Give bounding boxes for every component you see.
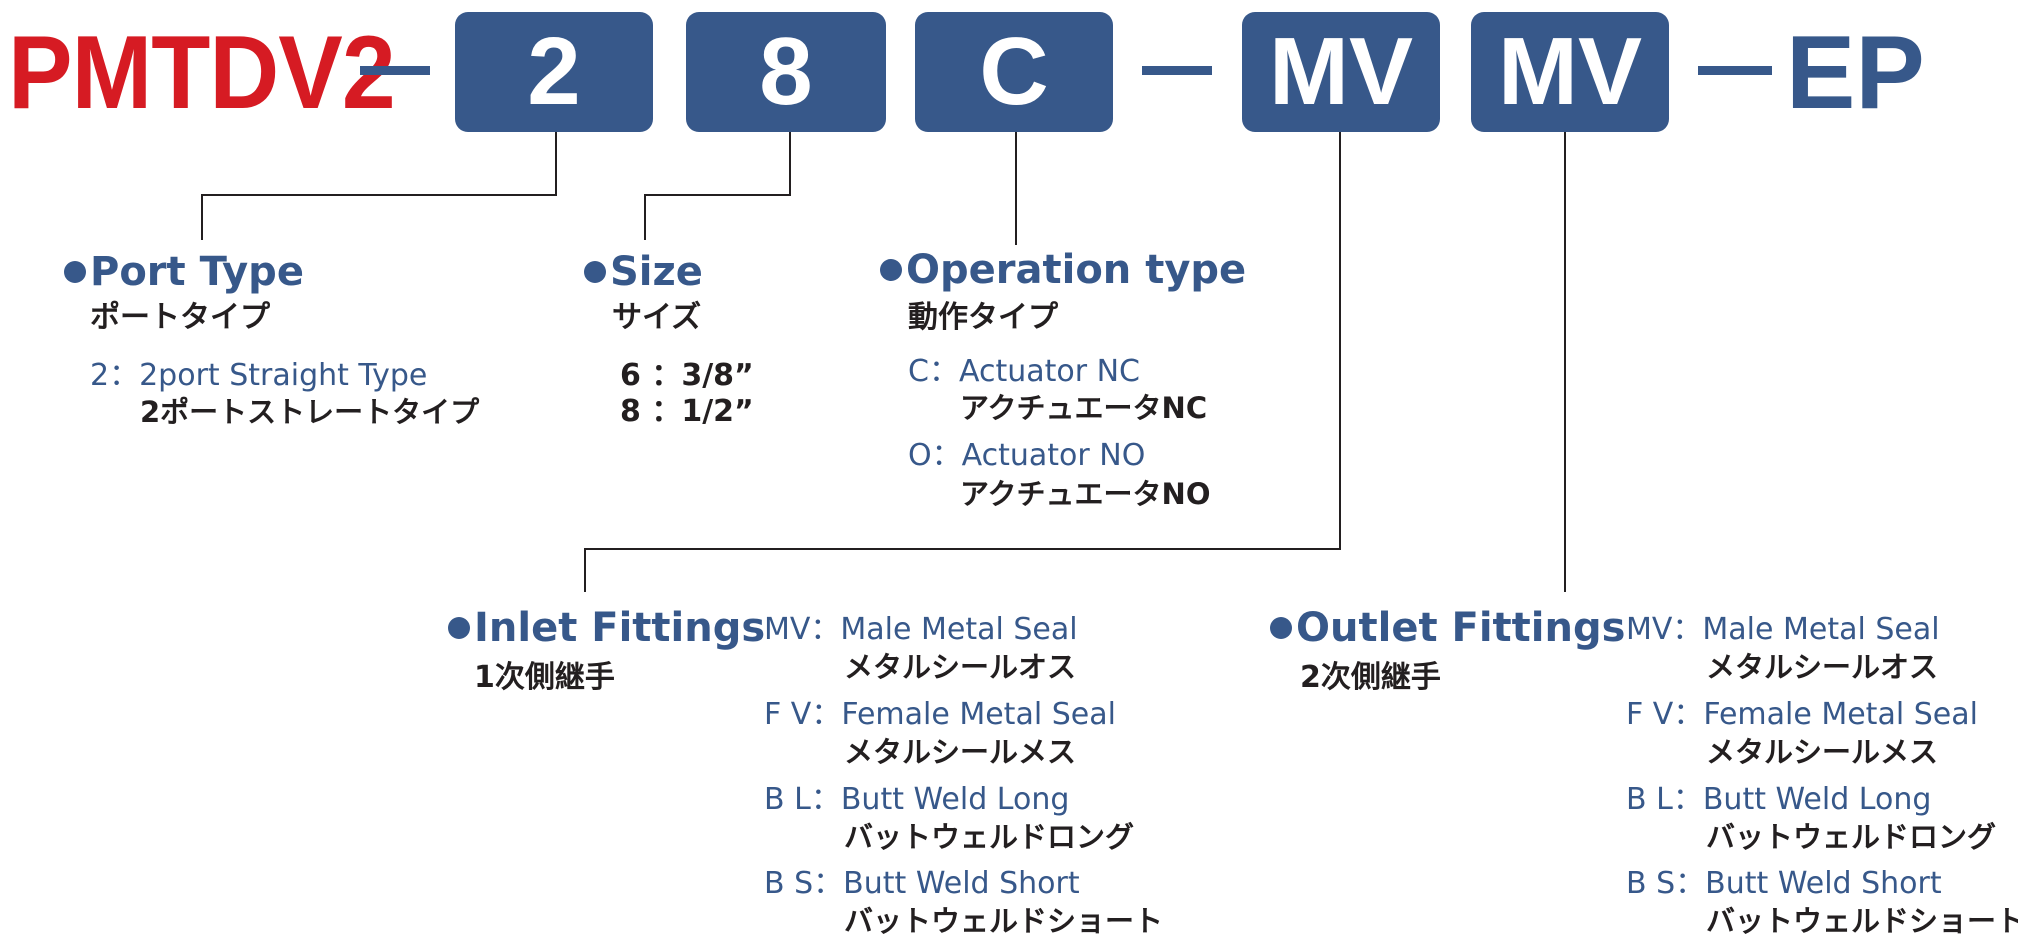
option-separator: ：: [810, 612, 841, 647]
port-type-option: 2：2port Straight Type: [90, 358, 427, 394]
bullet-icon: [584, 261, 606, 283]
inlet-fittings-heading: Inlet Fittings: [448, 604, 765, 652]
option-label: Male Metal Seal: [1702, 612, 1940, 647]
inlet-option: B L：Butt Weld Long: [764, 782, 1069, 818]
inlet-option-jp: バットウェルドショート: [844, 904, 1164, 938]
segment-inlet-value: MV: [1269, 18, 1413, 125]
operation-type-title-jp: 動作タイプ: [908, 300, 1058, 335]
size-title-jp: サイズ: [612, 300, 702, 335]
size-option: 8 ：1/2”: [620, 394, 754, 429]
segment-box-size: 8: [686, 12, 886, 132]
port-type-option-jp: 2ポートストレートタイプ: [140, 395, 480, 429]
option-separator: ：: [1672, 612, 1703, 647]
option-separator: ：: [1675, 866, 1706, 901]
option-code: 2: [90, 358, 110, 393]
separator-dash-1: [360, 66, 430, 75]
option-separator: ：: [931, 438, 962, 473]
option-label: Butt Weld Long: [840, 782, 1070, 817]
option-label: Actuator NC: [958, 354, 1140, 389]
option-label: Female Metal Seal: [1703, 697, 1978, 732]
option-code: B L: [764, 782, 811, 817]
option-code: B S: [1626, 866, 1676, 901]
bullet-icon: [1270, 617, 1292, 639]
option-separator: ：: [109, 358, 140, 393]
model-suffix: EP: [1786, 15, 1925, 131]
operation-option: C：Actuator NC: [908, 354, 1140, 390]
outlet-fittings-heading: Outlet Fittings: [1270, 604, 1625, 652]
option-code: F V: [764, 697, 812, 732]
option-code: B S: [764, 866, 814, 901]
option-code: O: [908, 438, 932, 473]
operation-type-title: Operation type: [906, 247, 1247, 293]
outlet-option: B S：Butt Weld Short: [1626, 866, 1942, 902]
segment-box-port-type: 2: [455, 12, 653, 132]
outlet-fittings-title: Outlet Fittings: [1296, 605, 1626, 651]
size-heading: Size: [584, 248, 703, 296]
option-separator: ：: [810, 782, 841, 817]
option-separator: ：: [1673, 697, 1704, 732]
option-code: C: [908, 354, 929, 389]
outlet-option: MV：Male Metal Seal: [1626, 612, 1940, 648]
bullet-icon: [64, 261, 86, 283]
inlet-option: MV：Male Metal Seal: [764, 612, 1078, 648]
separator-dash-2: [1142, 66, 1212, 75]
outlet-option: B L：Butt Weld Long: [1626, 782, 1931, 818]
outlet-option: F V：Female Metal Seal: [1626, 697, 1978, 733]
segment-port-type-value: 2: [527, 18, 581, 125]
inlet-option: B S：Butt Weld Short: [764, 866, 1080, 902]
option-code: F V: [1626, 697, 1674, 732]
option-label: Male Metal Seal: [840, 612, 1078, 647]
connector-inlet-fittings: [584, 132, 1341, 592]
option-separator: ：: [1672, 782, 1703, 817]
port-type-heading: Port Type: [64, 248, 304, 296]
option-label: Female Metal Seal: [841, 697, 1116, 732]
segment-box-inlet-fittings: MV: [1242, 12, 1440, 132]
model-prefix: PMTDV2: [8, 15, 396, 131]
size-option: 6 ：3/8”: [620, 358, 754, 393]
segment-size-value: 8: [759, 18, 813, 125]
outlet-option-jp: メタルシールオス: [1706, 650, 1939, 684]
option-label: Actuator NO: [961, 438, 1146, 473]
inlet-fittings-title: Inlet Fittings: [474, 605, 766, 651]
bullet-icon: [448, 617, 470, 639]
outlet-fittings-title-jp: 2次側継手: [1300, 660, 1441, 695]
inlet-option: F V：Female Metal Seal: [764, 697, 1116, 733]
option-code: B L: [1626, 782, 1673, 817]
separator-dash-3: [1698, 66, 1772, 75]
operation-option-jp: アクチュエータNO: [960, 477, 1211, 511]
inlet-option-jp: メタルシールメス: [844, 735, 1077, 769]
option-separator: ：: [928, 354, 959, 389]
option-separator: ：: [811, 697, 842, 732]
bullet-icon: [880, 259, 902, 281]
port-type-title: Port Type: [90, 249, 304, 295]
segment-operation-value: C: [979, 18, 1049, 125]
connector-port-type: [201, 132, 557, 240]
operation-type-heading: Operation type: [880, 246, 1246, 294]
port-type-title-jp: ポートタイプ: [90, 300, 270, 335]
segment-box-operation-type: C: [915, 12, 1113, 132]
option-label: Butt Weld Long: [1702, 782, 1932, 817]
inlet-fittings-title-jp: 1次側継手: [474, 660, 615, 695]
outlet-option-jp: バットウェルドロング: [1706, 820, 1997, 854]
size-title: Size: [610, 249, 703, 295]
option-code: MV: [1626, 612, 1673, 647]
outlet-option-jp: バットウェルドショート: [1706, 904, 2018, 938]
segment-box-outlet-fittings: MV: [1471, 12, 1669, 132]
outlet-option-jp: メタルシールメス: [1706, 735, 1939, 769]
segment-outlet-value: MV: [1498, 18, 1642, 125]
option-code: MV: [764, 612, 811, 647]
option-label: 2port Straight Type: [139, 358, 428, 393]
inlet-option-jp: メタルシールオス: [844, 650, 1077, 684]
inlet-option-jp: バットウェルドロング: [844, 820, 1135, 854]
operation-option: O：Actuator NO: [908, 438, 1145, 474]
connector-size: [644, 132, 791, 240]
option-label: Butt Weld Short: [843, 866, 1080, 901]
option-label: Butt Weld Short: [1705, 866, 1942, 901]
option-separator: ：: [813, 866, 844, 901]
operation-option-jp: アクチュエータNC: [960, 391, 1208, 425]
